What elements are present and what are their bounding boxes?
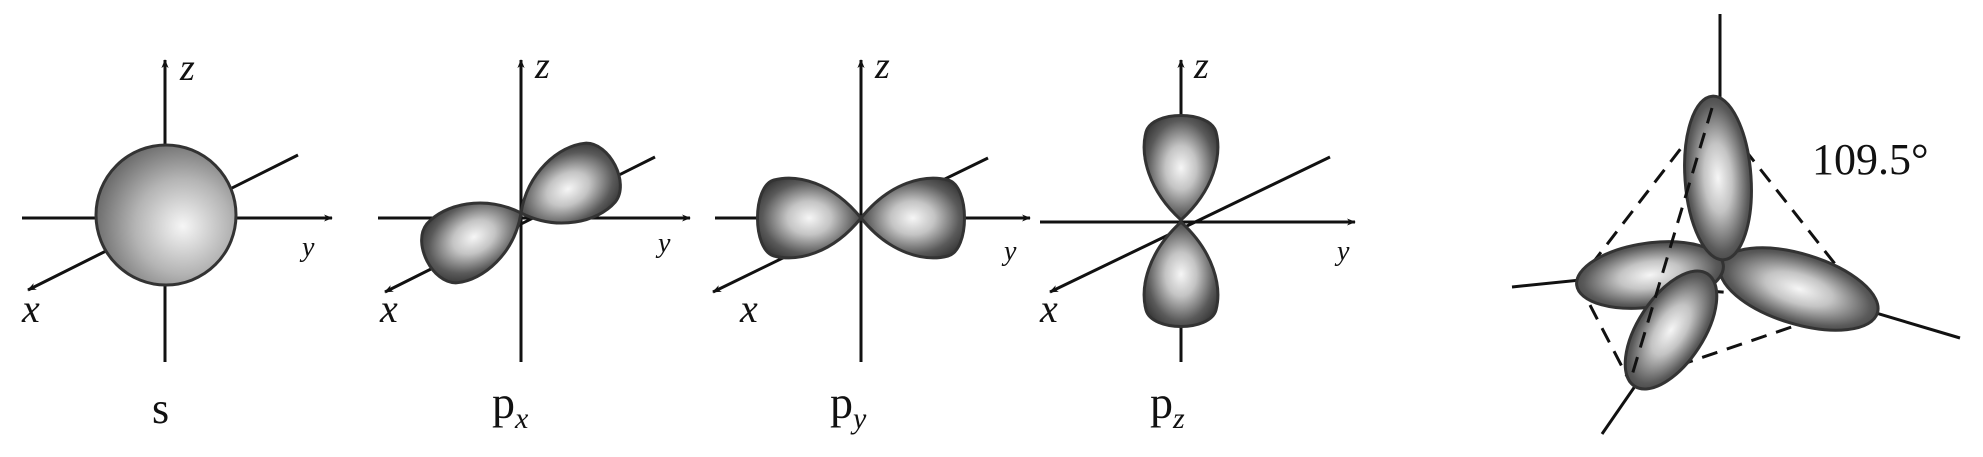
axis-x-label: x — [21, 286, 40, 331]
pz-lobe-bottom — [1142, 219, 1220, 328]
caption-p: p — [830, 377, 853, 428]
axis-x-line — [1049, 155, 1331, 294]
pz-lobe-top — [1142, 114, 1220, 223]
axis-z-label: z — [534, 45, 550, 87]
caption-subscript: y — [850, 402, 867, 435]
axis-z-label: z — [1193, 45, 1209, 87]
sp3-lobe-top — [1683, 94, 1753, 262]
panel-py: z y x py — [712, 45, 1031, 435]
axis-y-label: y — [1001, 236, 1017, 267]
panel-pz: z y x pz — [1039, 45, 1356, 435]
caption-subscript: z — [1172, 402, 1185, 435]
sp3-lobe-bottom — [1623, 269, 1719, 391]
axis-z-label: z — [874, 45, 890, 87]
panel-px: z y x px — [378, 45, 691, 435]
caption-p: p — [1150, 377, 1173, 428]
caption-p: p — [492, 377, 515, 428]
panel-sp3-tetrahedral: 109.5° — [1511, 14, 1961, 435]
caption-py: py — [830, 377, 867, 435]
s-orbital-sphere — [94, 143, 238, 287]
px-lobe-positive — [519, 141, 622, 225]
axis-y-label: y — [299, 232, 315, 263]
axis-x-label: x — [379, 286, 398, 331]
caption-pz: pz — [1150, 377, 1185, 435]
bond-angle-label: 109.5° — [1812, 135, 1929, 184]
caption-subscript: x — [514, 402, 529, 435]
py-lobe-left — [756, 176, 863, 260]
panel-s: z y x s — [21, 47, 333, 433]
axis-z-label: z — [179, 47, 195, 89]
caption-s: s — [152, 384, 169, 433]
axis-x-label: x — [739, 286, 758, 331]
caption-px: px — [492, 377, 529, 435]
axis-y-label: y — [655, 228, 671, 259]
axis-x-label: x — [1039, 286, 1058, 331]
axis-y-label: y — [1334, 236, 1350, 267]
py-lobe-right — [859, 176, 966, 260]
px-lobe-negative — [420, 201, 523, 285]
